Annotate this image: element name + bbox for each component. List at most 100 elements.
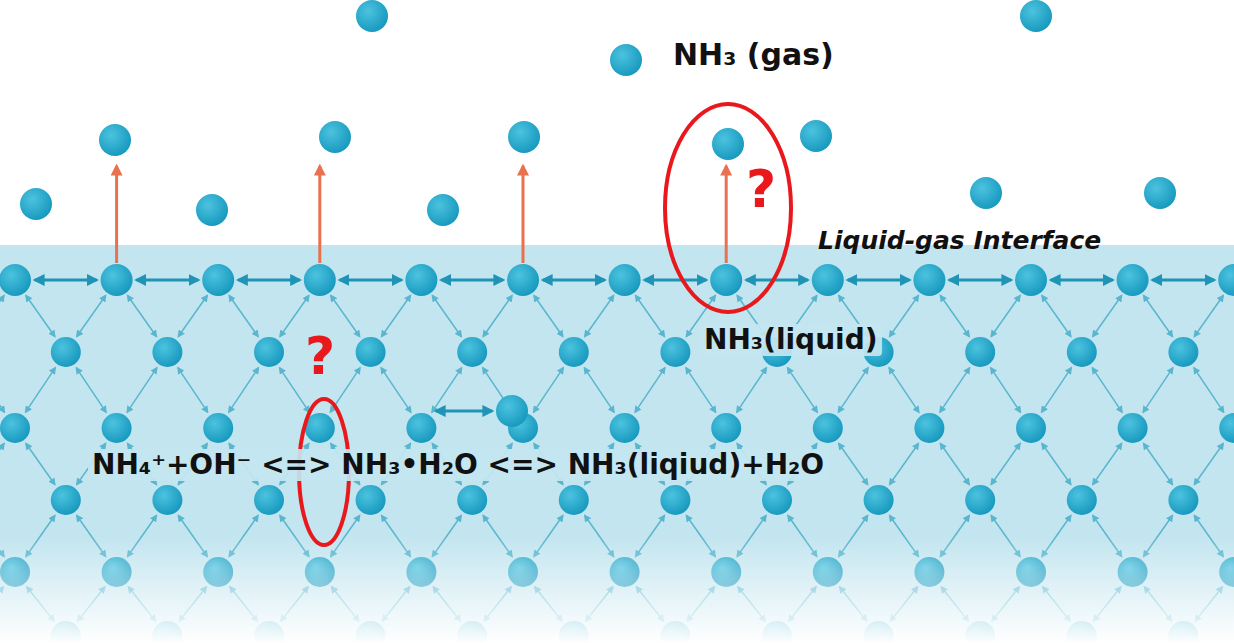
gas-molecule <box>1020 0 1052 32</box>
lattice-bond-arrow <box>0 296 4 337</box>
liquid-molecule <box>1067 485 1097 515</box>
lattice-bond-arrow <box>280 296 309 337</box>
lattice-bond-arrow <box>889 368 919 412</box>
interface-bond-arrow <box>340 279 402 282</box>
liquid-molecule <box>1219 413 1234 443</box>
lattice-bond-arrow <box>128 296 157 337</box>
lattice-bond-arrow <box>534 368 564 412</box>
lattice-bond-arrow <box>1042 296 1071 337</box>
gas-molecule <box>427 194 459 226</box>
liquid-molecule <box>559 485 589 515</box>
lattice-bond-arrow <box>1092 368 1122 412</box>
liquid-molecule <box>609 264 641 296</box>
lattice-bond-arrow <box>584 368 614 412</box>
bottom-fade <box>0 535 1234 643</box>
molecule-lattice <box>0 264 1234 643</box>
liquid-molecule <box>1117 264 1149 296</box>
gas-molecule <box>356 0 388 32</box>
lattice-bond-arrow <box>839 444 868 485</box>
lattice-bond-arrow <box>991 444 1020 485</box>
evaporation-arrow <box>318 166 321 263</box>
liquid-molecule <box>507 264 539 296</box>
lattice-bond-arrow <box>1194 296 1223 337</box>
interface-bond-arrow <box>238 279 300 282</box>
liquid-molecule <box>51 337 81 367</box>
lattice-bond-arrow <box>788 368 818 412</box>
liquid-molecule <box>254 337 284 367</box>
interface-bond-arrow <box>543 279 605 282</box>
gas-molecule <box>800 120 832 152</box>
liquid-molecule <box>965 337 995 367</box>
liquid-molecule <box>254 485 284 515</box>
liquid-molecule <box>1218 264 1234 296</box>
highlight-ellipse <box>665 104 791 312</box>
lattice-bond-arrow <box>737 368 767 412</box>
gas-molecule <box>970 177 1002 209</box>
liquid-molecule <box>203 413 233 443</box>
interface-bond-arrow <box>848 279 910 282</box>
liquid-molecule <box>1118 413 1148 443</box>
liquid-molecule <box>660 337 690 367</box>
lattice-bond-arrow <box>1143 368 1173 412</box>
lattice-bond-arrow <box>534 296 563 337</box>
liquid-molecule <box>1067 337 1097 367</box>
lattice-bond-arrow <box>280 368 310 412</box>
equilibrium-equation: NH₄⁺+OH⁻ <=> NH₃•H₂O <=> NH₃(liqiud)+H₂O <box>88 449 828 481</box>
liquid-molecule <box>711 413 741 443</box>
diffusion-arrow <box>436 410 492 413</box>
lattice-bond-arrow <box>127 368 157 412</box>
interface-label: Liquid-gas Interface <box>818 227 1101 256</box>
interface-bond-arrow <box>1051 279 1113 282</box>
liquid-molecule <box>812 264 844 296</box>
lattice-bond-arrow <box>432 368 462 412</box>
lattice-bond-arrow <box>0 444 4 485</box>
liquid-molecule <box>0 264 31 296</box>
evaporation-arrow <box>725 166 728 263</box>
gas-molecule <box>20 188 52 220</box>
liquid-molecule <box>101 264 133 296</box>
lattice-bond-arrow <box>686 368 716 412</box>
liquid-molecule <box>405 264 437 296</box>
liquid-molecule <box>913 264 945 296</box>
gas-molecule <box>712 128 744 160</box>
lattice-bond-arrow <box>229 296 258 337</box>
gas-molecule <box>508 121 540 153</box>
lattice-bond-arrow <box>585 296 614 337</box>
lattice-bond-arrow <box>229 368 259 412</box>
lattice-bond-arrow <box>381 368 411 412</box>
question-mark: ? <box>746 160 776 220</box>
lattice-bond-arrow <box>1144 296 1173 337</box>
evaporation-arrow <box>115 166 118 263</box>
lattice-bond-arrow <box>991 296 1020 337</box>
lattice-bond-arrow <box>178 368 208 412</box>
liquid-molecule <box>356 485 386 515</box>
liquid-molecule <box>762 485 792 515</box>
gas-molecule <box>319 121 351 153</box>
lattice-bond-arrow <box>991 368 1021 412</box>
liquid-molecule <box>610 413 640 443</box>
lattice-bond-arrow <box>26 368 56 412</box>
liquid-molecule <box>457 337 487 367</box>
lattice-bond-arrow <box>1093 296 1122 337</box>
liquid-molecule <box>864 485 894 515</box>
lattice-bond-arrow <box>1042 444 1071 485</box>
liquid-molecule <box>965 485 995 515</box>
liquid-molecule <box>304 264 336 296</box>
lattice-bond-arrow <box>1093 444 1122 485</box>
lattice-bond-arrow <box>1194 368 1224 412</box>
liquid-molecule <box>1016 413 1046 443</box>
lattice-bond-arrow <box>26 444 55 485</box>
liquid-molecule <box>0 413 30 443</box>
lattice-bond-arrow <box>483 296 512 337</box>
evaporation-arrows <box>117 166 727 263</box>
lattice-bond-arrow <box>890 444 919 485</box>
question-mark: ? <box>305 327 335 387</box>
lattice-bond-arrow <box>1042 368 1072 412</box>
lattice-bond-arrow <box>1194 444 1223 485</box>
liquid-molecule <box>152 337 182 367</box>
lattice-bond-arrow <box>76 368 106 412</box>
liquid-molecule <box>710 264 742 296</box>
liquid-molecule <box>914 413 944 443</box>
gas-molecule <box>1144 177 1176 209</box>
